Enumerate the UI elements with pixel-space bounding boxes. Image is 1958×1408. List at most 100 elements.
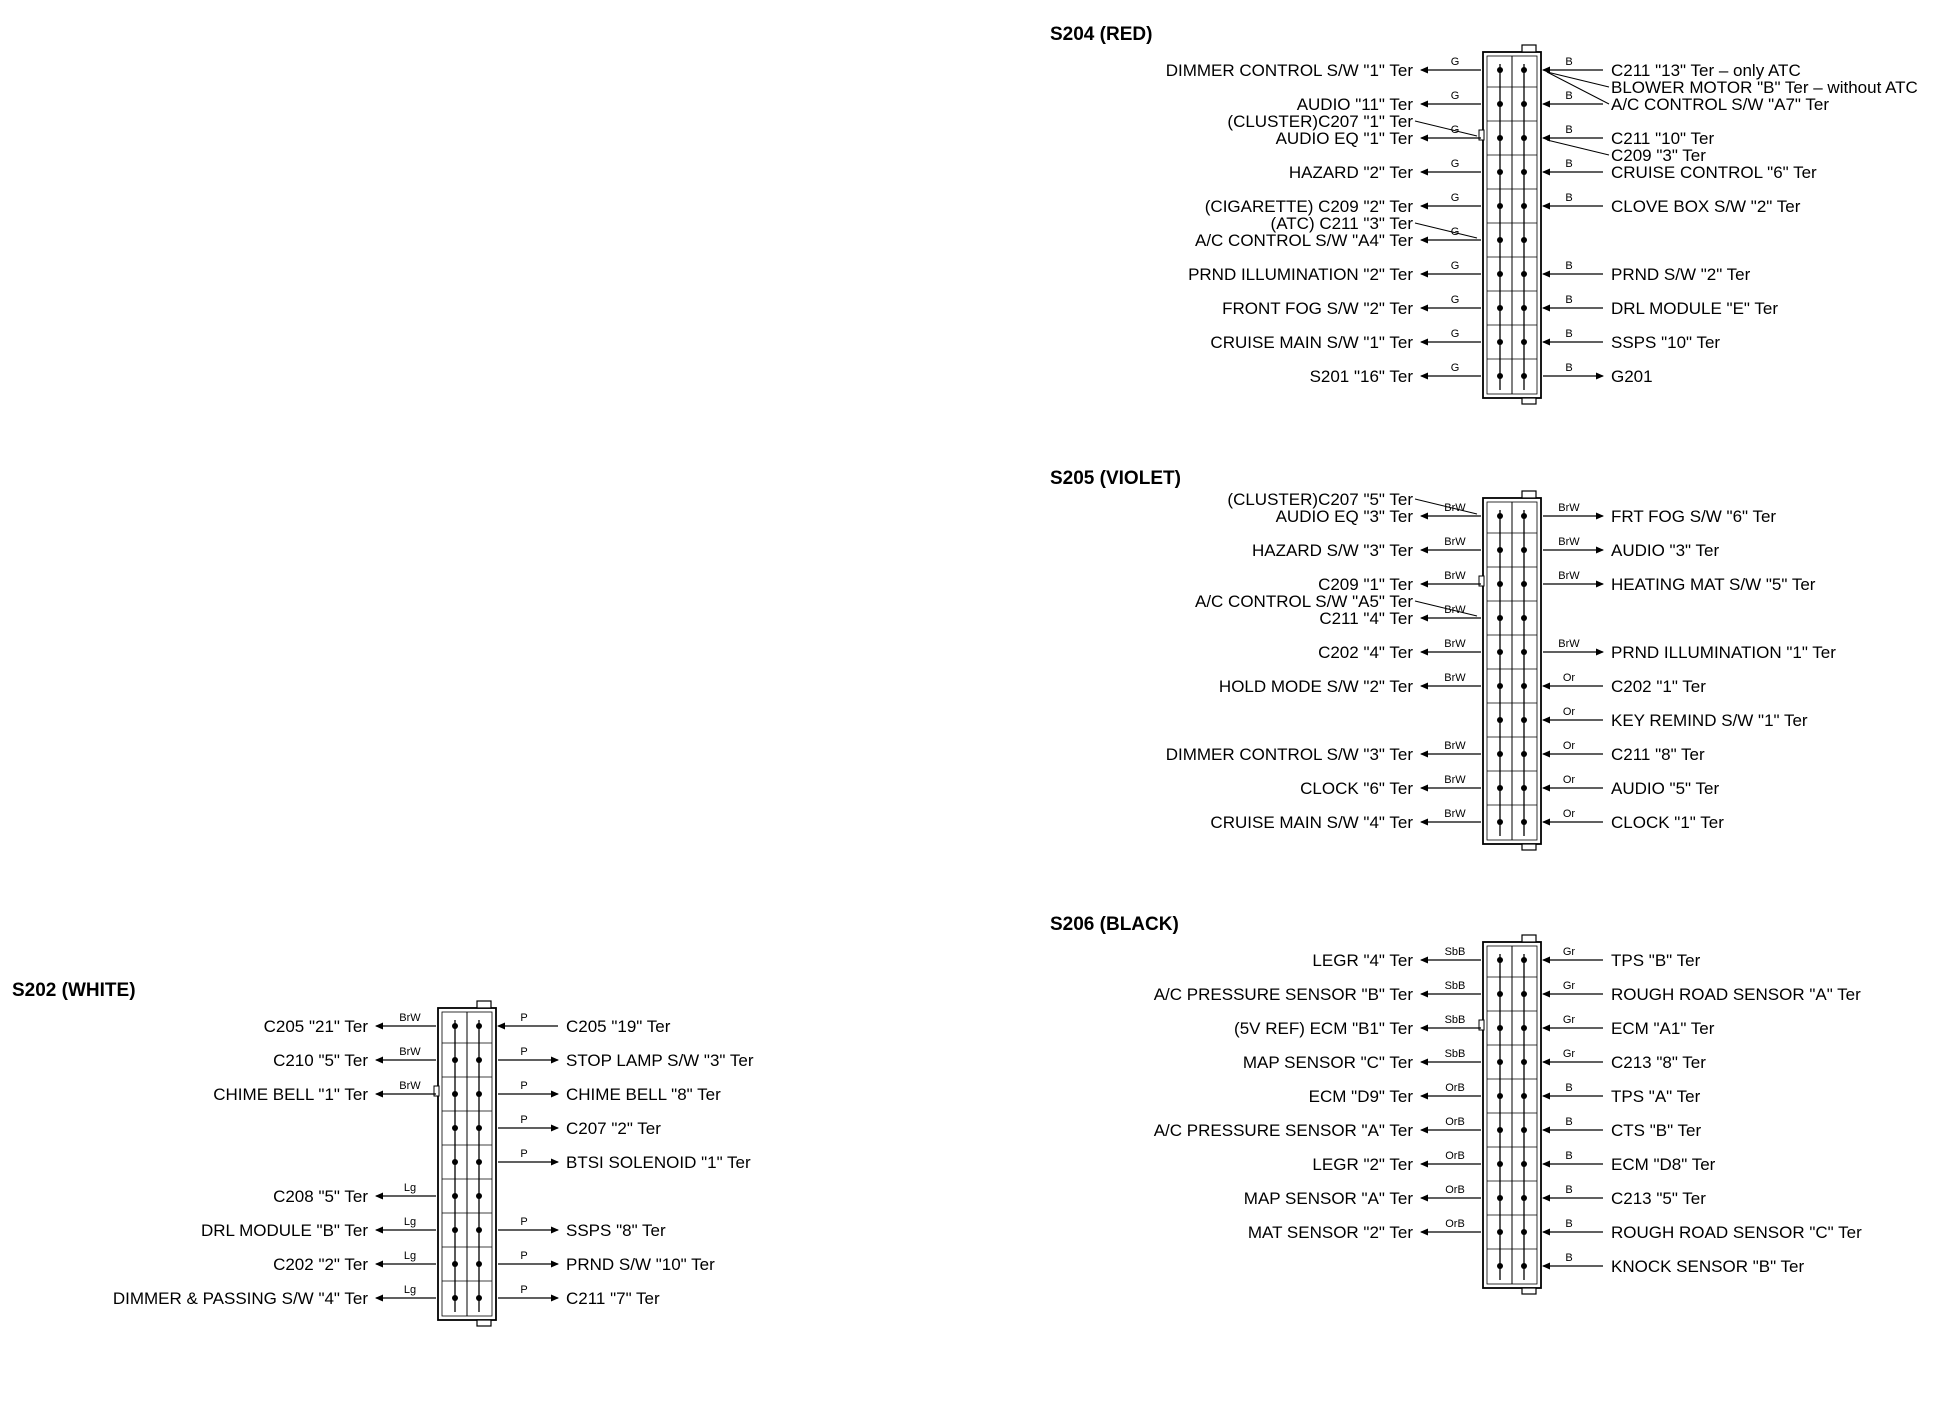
wire-color-left: BrW bbox=[399, 1012, 421, 1024]
circuit-label: C211 "4" Ter bbox=[1319, 609, 1413, 628]
terminal-dot bbox=[1497, 785, 1503, 791]
wire-color-right: B bbox=[1565, 1218, 1572, 1230]
wire-color-left: Lg bbox=[404, 1182, 416, 1194]
wire-color-right: BrW bbox=[1558, 570, 1580, 582]
connector-title: S205 (VIOLET) bbox=[1050, 468, 1181, 489]
terminal-dot bbox=[476, 1091, 482, 1097]
circuit-label: C211 "8" Ter bbox=[1611, 745, 1705, 764]
wire-color-left: G bbox=[1451, 294, 1460, 306]
terminal-dot bbox=[1521, 271, 1527, 277]
terminal-dot bbox=[452, 1261, 458, 1267]
wire-color-right: B bbox=[1565, 192, 1572, 204]
wire-color-right: P bbox=[520, 1250, 527, 1262]
connector-latch-top bbox=[1521, 44, 1537, 53]
wire-color-left: Lg bbox=[404, 1216, 416, 1228]
circuit-label: DIMMER & PASSING S/W "4" Ter bbox=[113, 1289, 368, 1308]
terminal-dot bbox=[1497, 1127, 1503, 1133]
terminal-dot bbox=[476, 1159, 482, 1165]
wire-color-right: P bbox=[520, 1012, 527, 1024]
circuit-label: KNOCK SENSOR "B" Ter bbox=[1611, 1257, 1804, 1276]
connector-latch-top bbox=[476, 1000, 492, 1009]
terminal-dot bbox=[1497, 615, 1503, 621]
circuit-label: ECM "D9" Ter bbox=[1309, 1087, 1414, 1106]
terminal-dot bbox=[1497, 305, 1503, 311]
circuit-label: C208 "5" Ter bbox=[273, 1187, 368, 1206]
connector-s205: S205 (VIOLET) BrW(CLUSTER)C207 "5" TerAU… bbox=[1050, 468, 1836, 851]
terminal-dot bbox=[1521, 373, 1527, 379]
terminal-dot bbox=[1521, 1263, 1527, 1269]
circuit-label: FRONT FOG S/W "2" Ter bbox=[1222, 299, 1413, 318]
terminal-dot bbox=[1497, 957, 1503, 963]
terminal-dot bbox=[1497, 203, 1503, 209]
connector-title: S204 (RED) bbox=[1050, 24, 1152, 45]
terminal-dot bbox=[1497, 683, 1503, 689]
circuit-label: HEATING MAT S/W "5" Ter bbox=[1611, 575, 1816, 594]
terminal-dot bbox=[1521, 991, 1527, 997]
circuit-label: PRND ILLUMINATION "2" Ter bbox=[1188, 265, 1413, 284]
terminal-dot bbox=[1521, 957, 1527, 963]
circuit-label: G201 bbox=[1611, 367, 1653, 386]
circuit-label: HOLD MODE S/W "2" Ter bbox=[1219, 677, 1413, 696]
terminal-dot bbox=[1497, 339, 1503, 345]
wire-color-left: G bbox=[1451, 260, 1460, 272]
terminal-dot bbox=[1521, 101, 1527, 107]
terminal-dot bbox=[452, 1057, 458, 1063]
circuit-label: LEGR "4" Ter bbox=[1312, 951, 1413, 970]
circuit-label: ROUGH ROAD SENSOR "A" Ter bbox=[1611, 985, 1861, 1004]
terminal-dot bbox=[1497, 649, 1503, 655]
wire-color-left: SbB bbox=[1445, 1014, 1466, 1026]
terminal-dot bbox=[1521, 1229, 1527, 1235]
connector-latch-top bbox=[1521, 934, 1537, 943]
terminal-dot bbox=[1521, 1161, 1527, 1167]
terminal-dot bbox=[1521, 547, 1527, 553]
connector-key bbox=[1478, 1019, 1485, 1031]
circuit-label: CRUISE MAIN S/W "4" Ter bbox=[1210, 813, 1413, 832]
circuit-label: MAP SENSOR "C" Ter bbox=[1243, 1053, 1413, 1072]
wire-color-right: Gr bbox=[1563, 946, 1576, 958]
circuit-label: C202 "4" Ter bbox=[1318, 643, 1413, 662]
connector-latch-bottom bbox=[476, 1319, 492, 1327]
wire-color-right: BrW bbox=[1558, 536, 1580, 548]
circuit-label: DRL MODULE "B" Ter bbox=[201, 1221, 368, 1240]
terminal-dot bbox=[1521, 1059, 1527, 1065]
circuit-label: A/C CONTROL S/W "A4" Ter bbox=[1195, 231, 1413, 250]
wire-color-right: BrW bbox=[1558, 638, 1580, 650]
terminal-dot bbox=[1521, 67, 1527, 73]
wire-color-left: BrW bbox=[1444, 774, 1466, 786]
terminal-dot bbox=[452, 1091, 458, 1097]
terminal-dot bbox=[1497, 717, 1503, 723]
circuit-label: HAZARD "2" Ter bbox=[1289, 163, 1414, 182]
splice-lead bbox=[1414, 600, 1478, 617]
circuit-label: DIMMER CONTROL S/W "3" Ter bbox=[1166, 745, 1414, 764]
wire-color-right: Or bbox=[1563, 706, 1576, 718]
circuit-label: MAT SENSOR "2" Ter bbox=[1248, 1223, 1413, 1242]
wire-color-left: G bbox=[1451, 192, 1460, 204]
circuit-label: (5V REF) ECM "B1" Ter bbox=[1234, 1019, 1413, 1038]
circuit-label: C209 "3" Ter bbox=[1611, 146, 1706, 165]
circuit-label: BLOWER MOTOR "B" Ter – without ATC bbox=[1611, 78, 1918, 97]
terminal-dot bbox=[476, 1261, 482, 1267]
circuit-label: AUDIO EQ "1" Ter bbox=[1276, 129, 1414, 148]
circuit-label: PRND ILLUMINATION "1" Ter bbox=[1611, 643, 1836, 662]
splice-lead bbox=[1546, 139, 1610, 156]
circuit-label: FRT FOG S/W "6" Ter bbox=[1611, 507, 1776, 526]
circuit-label: A/C CONTROL S/W "A5" Ter bbox=[1195, 592, 1413, 611]
circuit-label: MAP SENSOR "A" Ter bbox=[1244, 1189, 1414, 1208]
terminal-dot bbox=[452, 1023, 458, 1029]
circuit-label: (ATC) C211 "3" Ter bbox=[1271, 214, 1414, 233]
wire-color-left: SbB bbox=[1445, 1048, 1466, 1060]
wire-color-right: Gr bbox=[1563, 1014, 1576, 1026]
wire-color-right: P bbox=[520, 1284, 527, 1296]
circuit-label: C213 "5" Ter bbox=[1611, 1189, 1706, 1208]
terminal-dot bbox=[1497, 581, 1503, 587]
wire-color-right: Gr bbox=[1563, 980, 1576, 992]
circuit-label: SSPS "10" Ter bbox=[1611, 333, 1720, 352]
terminal-dot bbox=[1521, 683, 1527, 689]
wire-color-left: SbB bbox=[1445, 946, 1466, 958]
circuit-label: (CLUSTER)C207 "5" Ter bbox=[1227, 490, 1413, 509]
circuit-label: S201 "16" Ter bbox=[1310, 367, 1414, 386]
circuit-label: LEGR "2" Ter bbox=[1312, 1155, 1413, 1174]
circuit-label: CRUISE CONTROL "6" Ter bbox=[1611, 163, 1817, 182]
wire-color-left: Lg bbox=[404, 1250, 416, 1262]
wire-color-left: OrB bbox=[1445, 1184, 1465, 1196]
